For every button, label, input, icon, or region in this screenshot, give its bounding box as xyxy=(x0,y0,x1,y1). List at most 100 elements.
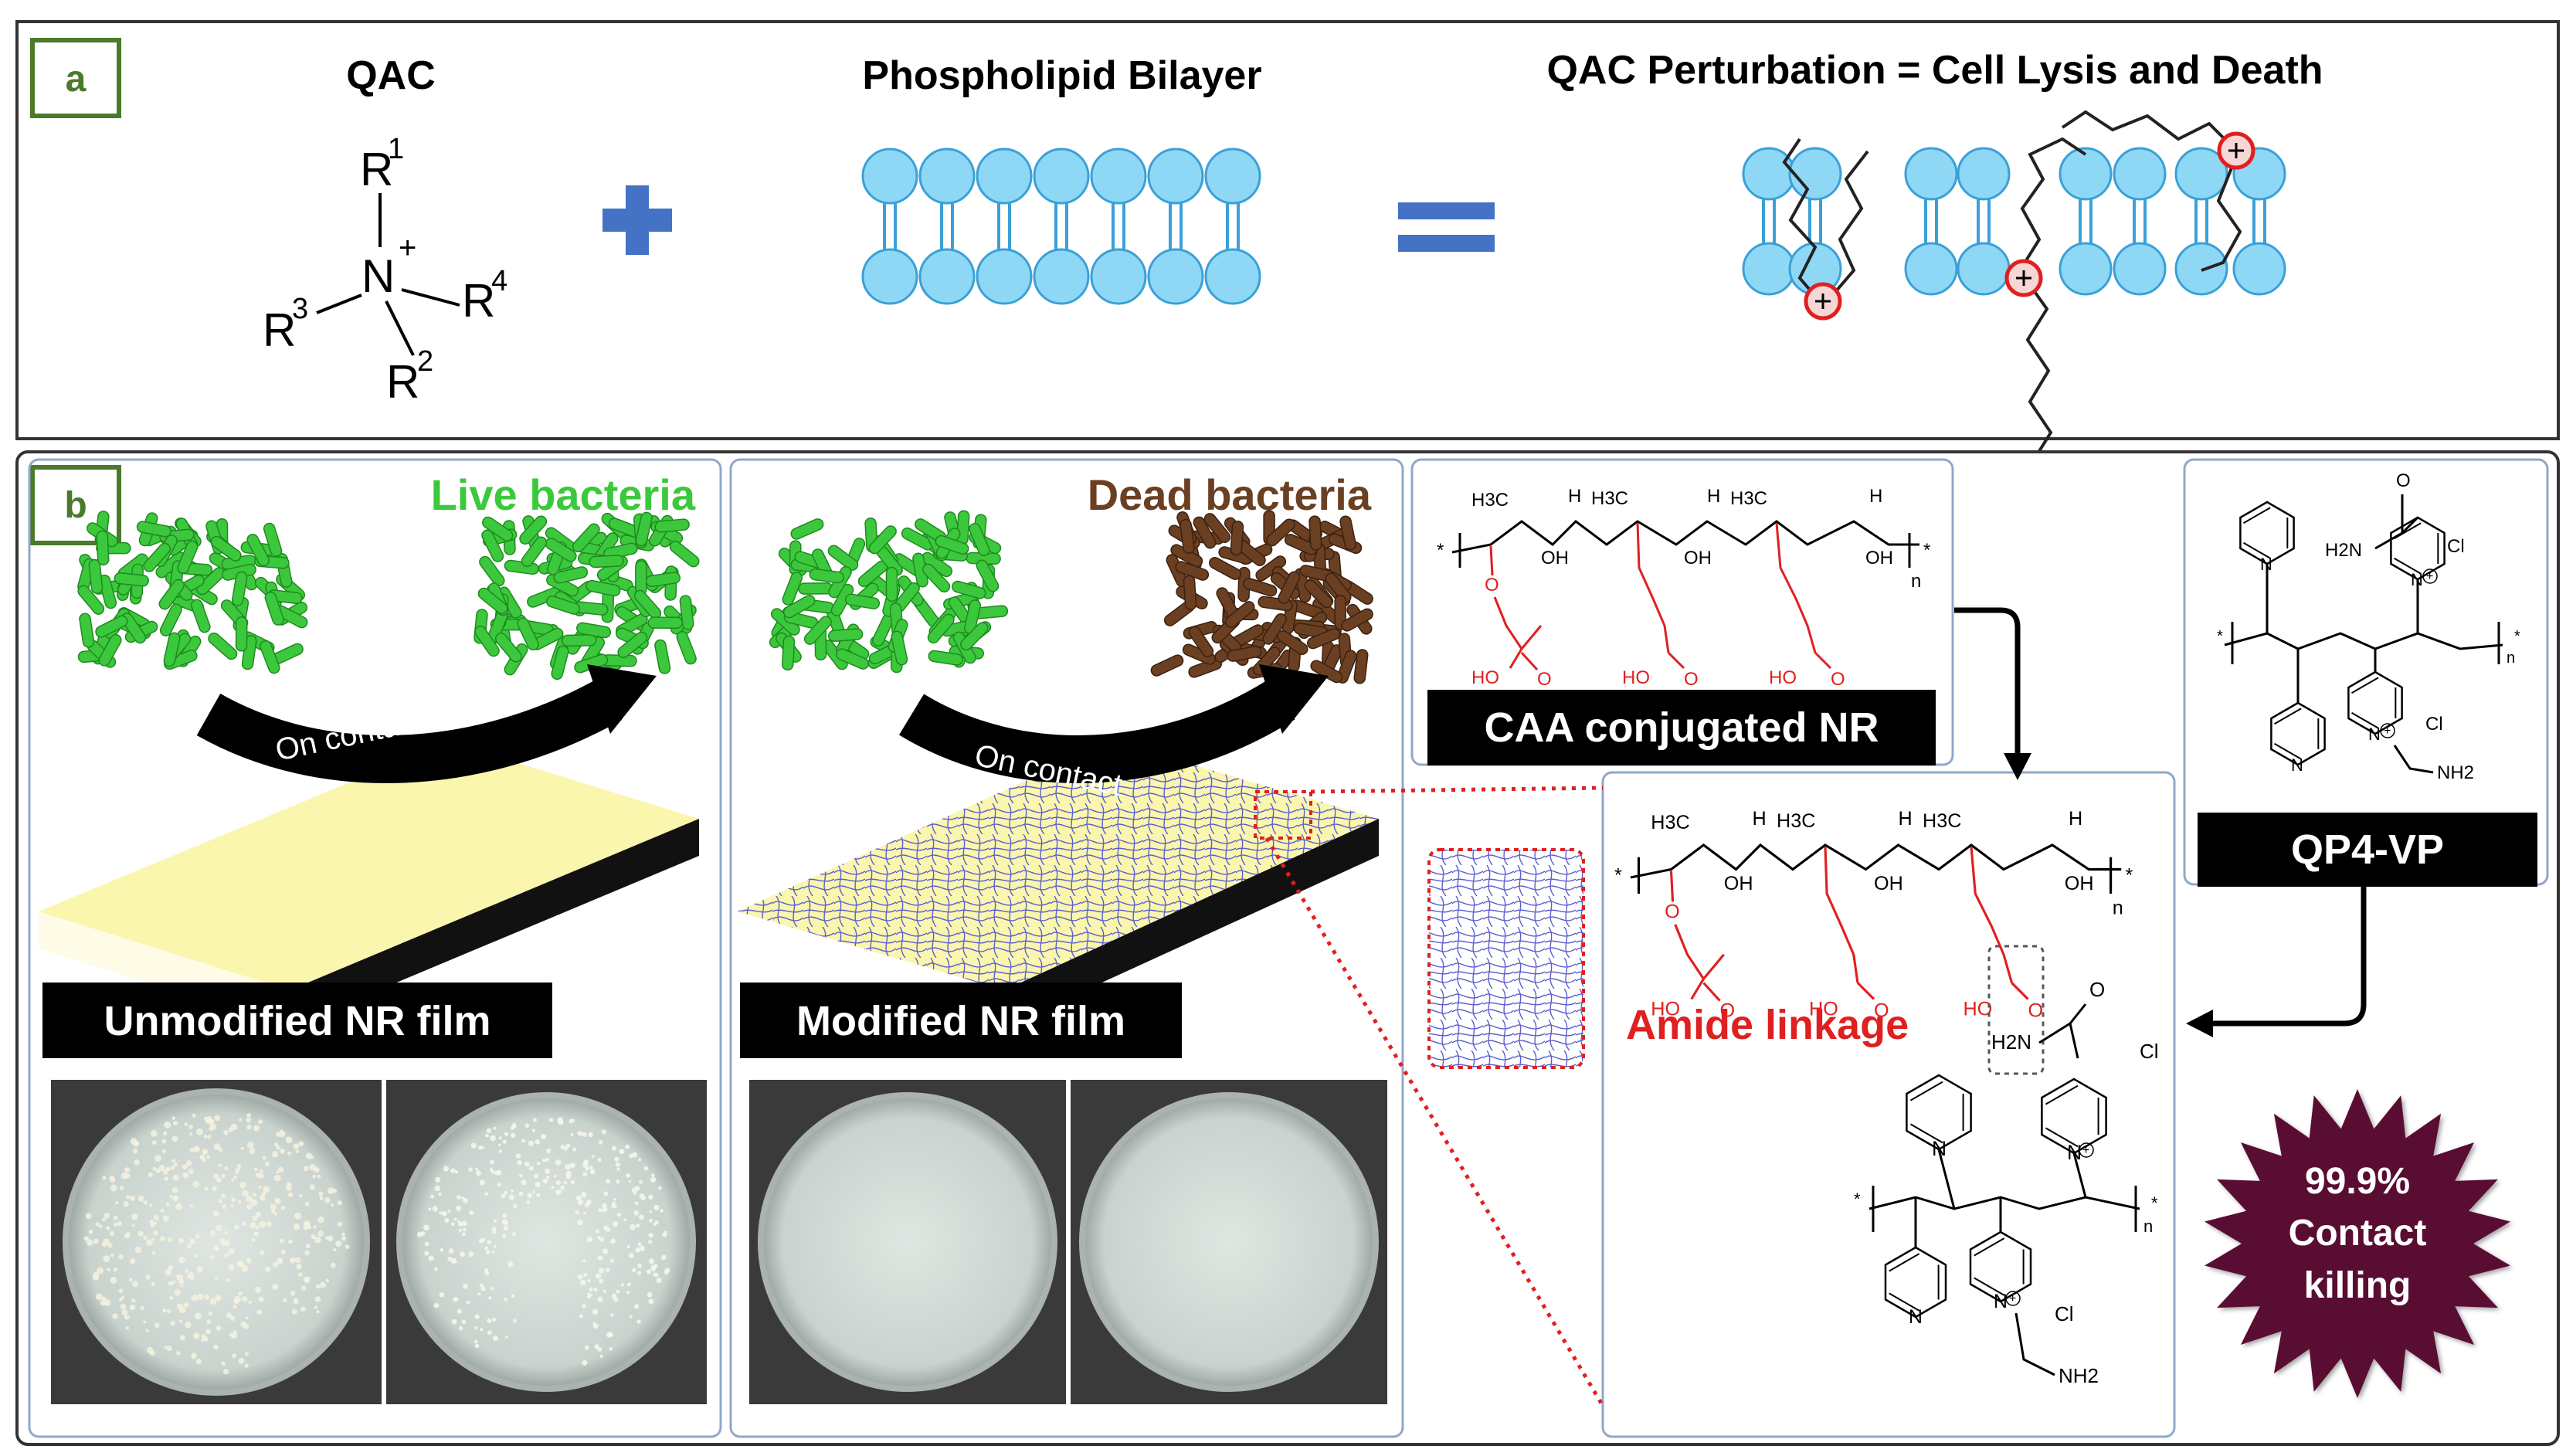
chem-label: * xyxy=(2151,1193,2158,1213)
modified-film-slab xyxy=(738,742,1379,1027)
bacterium xyxy=(494,633,522,663)
chem-label: N xyxy=(1994,1291,2008,1312)
chem-label: N xyxy=(2067,1141,2082,1164)
bacterium xyxy=(960,622,989,651)
bacterium xyxy=(585,579,621,597)
alkyl-chain xyxy=(2201,165,2242,272)
bacterium xyxy=(210,535,242,562)
alkyl-chain xyxy=(2025,280,2053,465)
bacterium xyxy=(845,593,881,609)
bacterium xyxy=(976,559,1000,592)
chem-label: * xyxy=(2514,628,2520,645)
product-panel-frame xyxy=(1601,771,2176,1438)
petri-dish-photos xyxy=(51,1080,1387,1404)
methyl-label: H3C xyxy=(1591,488,1628,509)
bacterium xyxy=(935,535,969,555)
chem-label: N xyxy=(2260,555,2272,574)
zoom-source-box xyxy=(1254,790,1312,840)
bacterium xyxy=(827,628,864,643)
bacterium xyxy=(803,616,832,645)
bacterium xyxy=(572,523,600,553)
qac-r4-sup: 4 xyxy=(491,265,507,297)
chem-label: n xyxy=(2507,650,2515,667)
fiber-zoom-inset xyxy=(1427,848,1585,1069)
bacterium xyxy=(836,648,870,670)
bacterium xyxy=(969,523,990,557)
chem-label: O xyxy=(2089,978,2105,1001)
bacterium xyxy=(635,511,653,547)
bacterium xyxy=(479,555,505,587)
amide-highlight-box xyxy=(1987,945,2045,1075)
caa-to-product-arrow xyxy=(1954,607,2021,757)
bacterium xyxy=(1341,608,1373,632)
bacterium xyxy=(952,580,986,599)
qac-r1-sup: 1 xyxy=(388,133,404,165)
bacterium xyxy=(798,582,833,595)
alkyl-chain xyxy=(2018,137,2087,272)
chem-label: OH xyxy=(1541,548,1569,568)
bacterium xyxy=(561,634,597,647)
bacterium xyxy=(790,518,824,540)
chem-label: H2N xyxy=(1991,1030,2031,1054)
panel-a-label: a xyxy=(66,59,87,100)
live-bacteria-cluster-right xyxy=(473,511,700,680)
live-bacteria-title: Live bacteria xyxy=(431,470,696,519)
phospholipid xyxy=(861,148,918,305)
chem-label: + xyxy=(2009,1292,2016,1305)
caa-label-box xyxy=(1427,690,1936,765)
bacterium xyxy=(782,635,796,671)
bacterium xyxy=(196,567,226,596)
methyl-label: H3C xyxy=(1923,810,1961,832)
zoom-line-top xyxy=(1310,786,1604,794)
chem-label: H xyxy=(1568,486,1581,507)
bacterium xyxy=(1179,518,1195,555)
bacterium xyxy=(1284,534,1318,555)
chem-label: Cl xyxy=(2055,1302,2074,1325)
chem-label: OH xyxy=(1684,548,1712,568)
plus-sign-icon xyxy=(602,185,672,255)
alkyl-chain xyxy=(2061,110,2238,152)
chem-label: + xyxy=(2426,570,2433,583)
bacterium xyxy=(1183,575,1197,610)
chem-label: O xyxy=(1720,1000,1736,1022)
live-bacteria-cluster-modified xyxy=(769,510,1009,674)
bacterium xyxy=(654,518,690,533)
chem-label: HO xyxy=(1809,999,1838,1020)
phospholipid xyxy=(2232,147,2286,296)
cation-icon xyxy=(2217,131,2255,170)
chem-label: + xyxy=(2082,1144,2089,1157)
bacterium xyxy=(1225,601,1255,628)
qac-r3-sup: 3 xyxy=(292,293,308,325)
chem-label: H xyxy=(1899,808,1913,830)
bacterium xyxy=(264,591,284,626)
chem-label: NH2 xyxy=(2437,762,2474,783)
bacterium xyxy=(1227,646,1262,662)
chem-label: N xyxy=(1909,1307,1923,1328)
chem-label: O xyxy=(2028,1000,2044,1022)
bacterium xyxy=(589,555,624,568)
bacterium xyxy=(553,566,589,584)
bacterium xyxy=(521,536,548,568)
bacterium xyxy=(679,595,694,630)
chem-label: OH xyxy=(1874,873,1903,894)
dead-bacteria-cluster xyxy=(1150,510,1373,684)
chem-label: n xyxy=(2143,1217,2153,1236)
bacterium xyxy=(782,595,816,619)
chem-label: O xyxy=(2396,470,2411,491)
qac-structure: R 1 N + R 3 R 4 R 2 xyxy=(263,133,507,408)
chem-label: n xyxy=(2113,897,2123,918)
bacterium xyxy=(576,622,612,639)
alkyl-chain xyxy=(1829,150,1869,299)
bacterium xyxy=(546,596,581,615)
chem-label: H xyxy=(1707,486,1720,507)
phospholipid-bilayer xyxy=(861,148,1261,305)
chem-label: * xyxy=(1614,864,1622,886)
bacterium xyxy=(474,626,500,657)
chem-label: H2N xyxy=(2325,540,2362,561)
bacterium xyxy=(159,603,182,636)
perturbed-bilayer xyxy=(1742,110,2286,465)
bacterium xyxy=(246,534,270,567)
chem-label: * xyxy=(1437,540,1444,561)
